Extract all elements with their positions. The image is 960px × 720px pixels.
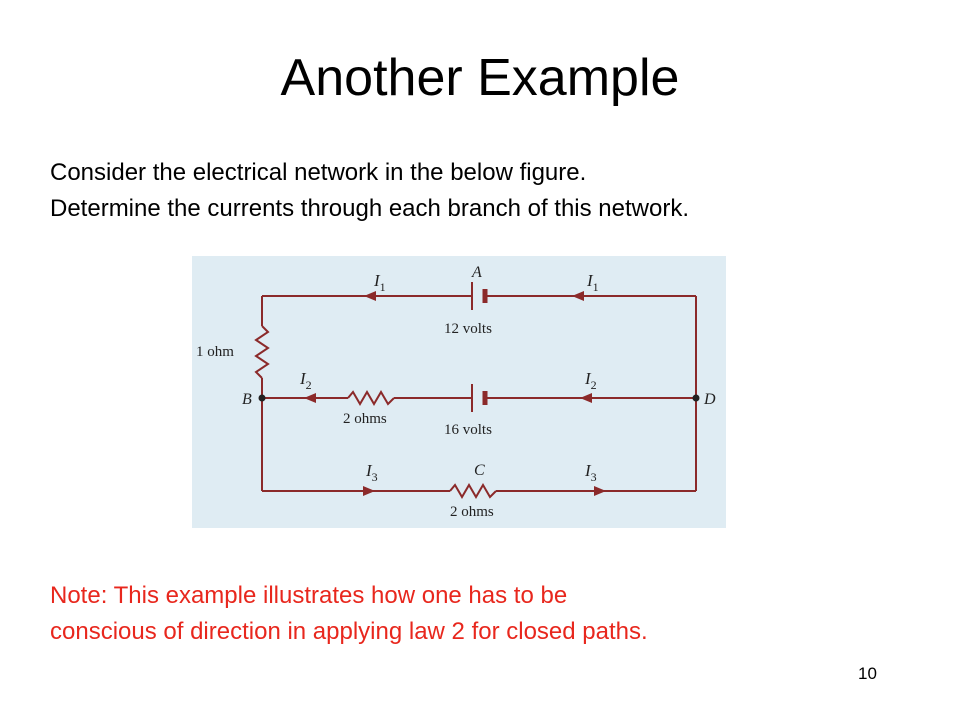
- node-b-dot: [258, 394, 266, 402]
- intro-line-1: Consider the electrical network in the b…: [50, 159, 587, 186]
- current-bottom-right-label: I3: [584, 461, 597, 484]
- arrow-top-left-icon: [364, 291, 376, 301]
- current-bottom-left-label: I3: [365, 461, 378, 484]
- intro-text: Consider the electrical network in the b…: [50, 155, 930, 227]
- node-d-dot: [692, 394, 700, 402]
- note-line-1: Note: This example illustrates how one h…: [50, 582, 568, 609]
- current-top-left-label: I1: [373, 271, 386, 294]
- node-b-label: B: [242, 391, 252, 408]
- current-mid-right-label: I2: [584, 369, 597, 392]
- resistor-mid: [347, 390, 395, 406]
- arrow-bottom-right-icon: [594, 486, 606, 496]
- resistor-left-label: 1 ohm: [196, 344, 234, 360]
- resistor-bottom: [449, 483, 497, 499]
- arrow-top-right-icon: [572, 291, 584, 301]
- note-line-2: conscious of direction in applying law 2…: [50, 618, 648, 645]
- circuit-diagram: A B C D I1 I1 I2 I2 I3 I3 12 volts 16 vo…: [196, 264, 716, 520]
- arrow-bottom-left-icon: [363, 486, 375, 496]
- slide-title: Another Example: [280, 49, 680, 107]
- note-text: Note: This example illustrates how one h…: [50, 578, 930, 650]
- current-mid-left-label: I2: [299, 369, 312, 392]
- current-top-right-label: I1: [586, 271, 599, 294]
- arrow-mid-left-icon: [304, 393, 316, 403]
- arrow-mid-right-icon: [580, 393, 592, 403]
- intro-line-2: Determine the currents through each bran…: [50, 195, 689, 222]
- resistor-bottom-label: 2 ohms: [450, 504, 494, 520]
- circuit-figure: A B C D I1 I1 I2 I2 I3 I3 12 volts 16 vo…: [192, 256, 726, 528]
- node-c-label: C: [474, 462, 485, 479]
- battery-mid-label: 16 volts: [444, 422, 492, 438]
- resistor-mid-label: 2 ohms: [343, 411, 387, 427]
- resistor-left: [254, 325, 270, 379]
- node-d-label: D: [703, 391, 716, 408]
- page-number: 10: [858, 664, 877, 683]
- battery-top-label: 12 volts: [444, 321, 492, 337]
- node-a-label: A: [471, 264, 482, 281]
